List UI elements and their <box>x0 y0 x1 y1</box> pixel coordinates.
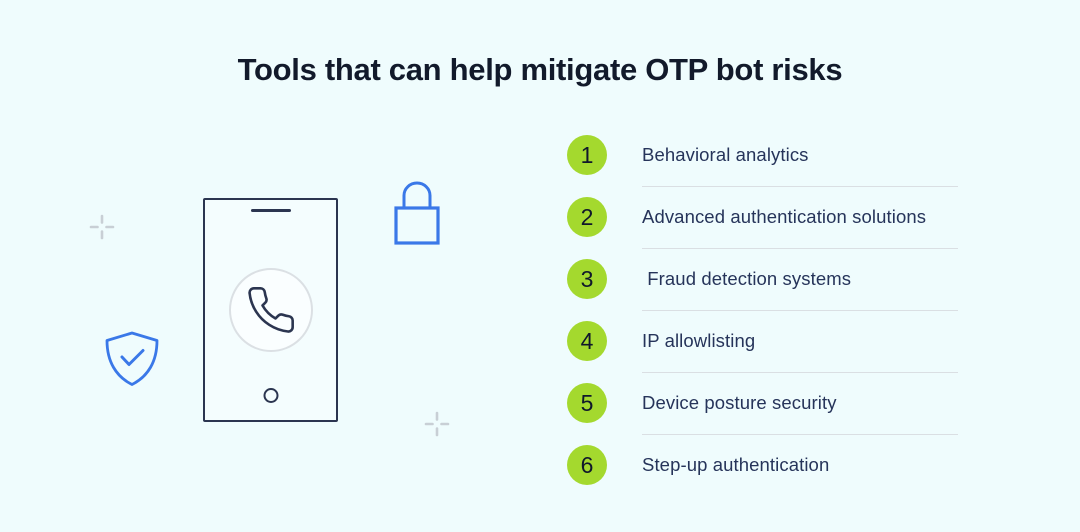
list-item: 2 Advanced authentication solutions <box>567 187 958 248</box>
number-badge: 6 <box>567 445 607 486</box>
crosshair-icon <box>87 212 117 242</box>
crosshair-icon <box>422 409 452 439</box>
list-item: 1 Behavioral analytics <box>567 125 958 186</box>
list-item-label: Fraud detection systems <box>642 268 852 290</box>
number-badge: 3 <box>567 259 607 300</box>
list-item: 4 IP allowlisting <box>567 311 958 372</box>
page-title: Tools that can help mitigate OTP bot ris… <box>237 52 843 87</box>
list-item: 6 Step-up authentication <box>567 435 958 496</box>
list-item: 5 Device posture security <box>567 373 958 434</box>
number-badge: 1 <box>567 135 607 176</box>
list-item-label: Step-up authentication <box>642 454 830 476</box>
list-item-label: Device posture security <box>642 392 837 414</box>
divider <box>642 247 958 249</box>
phone-speaker-line <box>250 209 291 212</box>
divider <box>642 309 958 311</box>
divider <box>642 371 958 373</box>
shield-check-icon <box>102 328 162 393</box>
tools-list: 1 Behavioral analytics 2 Advanced authen… <box>567 125 958 496</box>
divider <box>642 185 958 187</box>
call-circle <box>228 268 313 352</box>
number-badge: 5 <box>567 383 607 424</box>
list-item: 3 Fraud detection systems <box>567 249 958 310</box>
lock-icon <box>394 180 440 251</box>
list-item-label: Advanced authentication solutions <box>642 206 927 228</box>
number-badge: 2 <box>567 197 607 238</box>
list-item-label: Behavioral analytics <box>642 144 809 166</box>
number-badge: 4 <box>567 321 607 362</box>
phone-home-button <box>263 388 278 403</box>
divider <box>642 433 958 435</box>
phone-handset-icon <box>247 287 294 333</box>
smartphone-icon <box>203 198 338 422</box>
list-item-label: IP allowlisting <box>642 330 756 352</box>
